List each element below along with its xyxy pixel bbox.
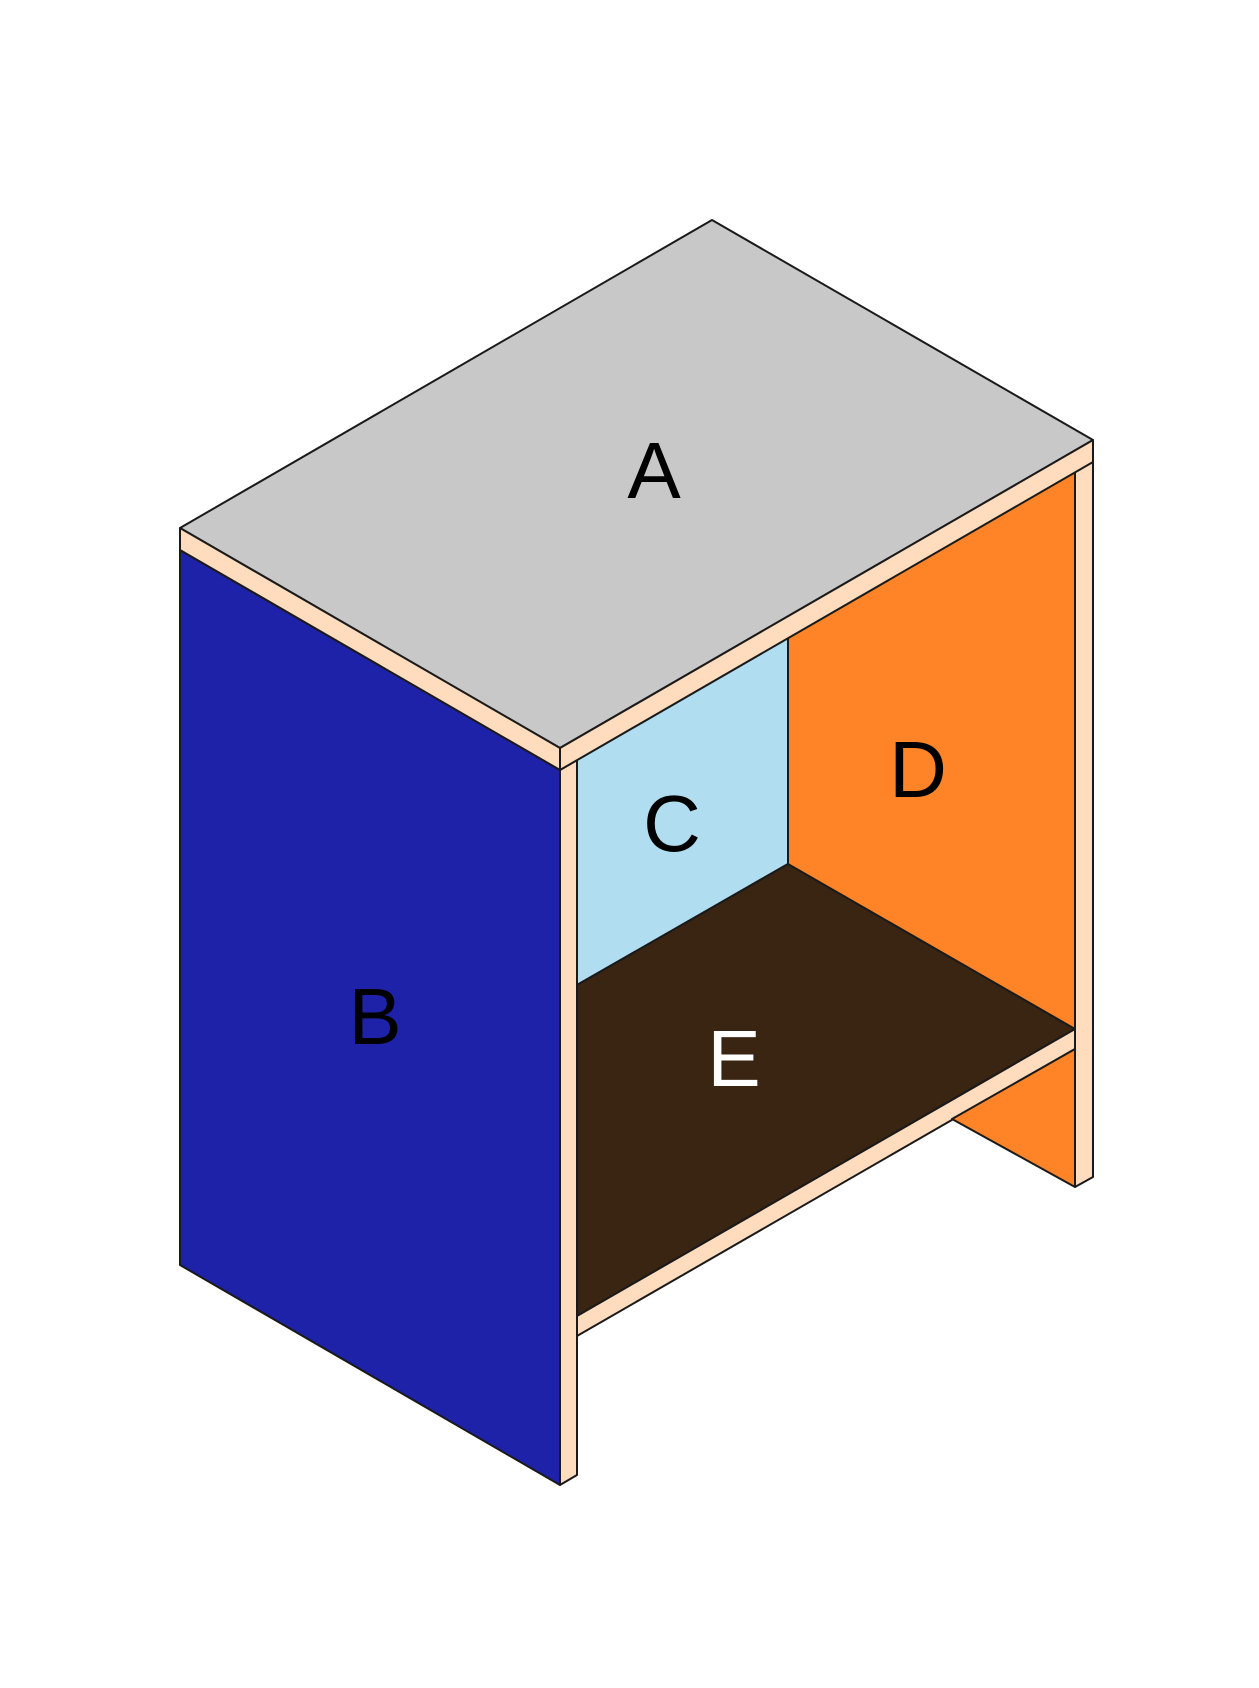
label-a: A — [627, 426, 681, 515]
right-panel-front-edge — [1074, 449, 1094, 1188]
left-panel-front-edge — [559, 759, 578, 1486]
label-c: C — [643, 779, 701, 868]
label-d: D — [889, 725, 947, 814]
label-e: E — [707, 1014, 760, 1103]
label-b: B — [348, 972, 401, 1061]
top-right-edge — [559, 439, 1094, 771]
panel-d-lower — [951, 1048, 1076, 1188]
